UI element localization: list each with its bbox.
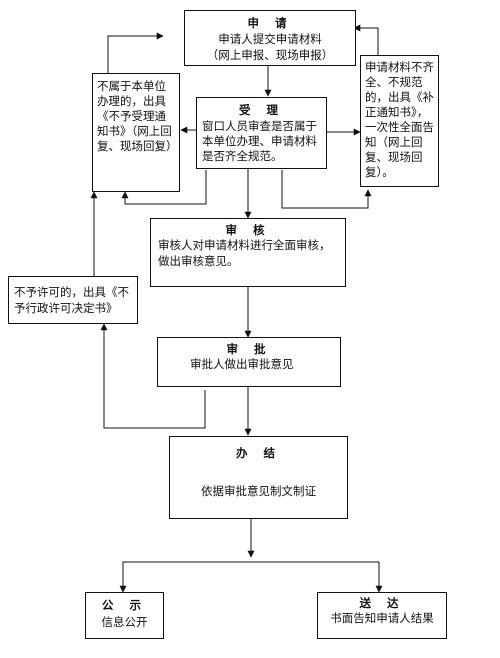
handle-body: 依据审批意见制文制证 <box>201 484 316 498</box>
apply-line1: 申请人提交申请材料 <box>218 32 322 46</box>
approve-body: 审批人做出审批意见 <box>190 357 294 371</box>
branch-to-publicize <box>119 561 379 593</box>
not-this-unit-box <box>92 73 180 192</box>
publicize-title: 公 示 <box>101 598 147 612</box>
loop-incomplete-to-apply <box>353 24 379 55</box>
handle-title: 办 结 <box>235 446 281 460</box>
review-box <box>150 218 346 287</box>
incomplete-box <box>360 55 439 187</box>
accept-title: 受 理 <box>238 103 284 117</box>
loop-to-deny <box>100 323 206 429</box>
incomplete-text: 申请材料不齐全、不规范的，出具《补正通知书》，一次性全面告知（网上回复、现场回复… <box>365 60 434 179</box>
loop-not-this-unit-to-apply <box>107 32 164 73</box>
accept-box <box>196 97 327 169</box>
approve-title: 审 批 <box>226 342 272 356</box>
not-this-unit-text: 不属于本单位办理的，出具《不予受理通知书》（网上回复、现场回复） <box>97 79 178 153</box>
publicize-box <box>85 592 164 639</box>
deliver-body: 书面告知申请人结果 <box>330 611 434 625</box>
branch-accept-right <box>281 170 372 209</box>
deliver-box <box>317 592 447 639</box>
apply-title: 申 请 <box>247 16 293 30</box>
apply-box <box>184 10 356 66</box>
review-body: 审核人对申请材料进行全面审核，做出审核意见。 <box>158 238 331 268</box>
approve-box <box>157 337 341 387</box>
handle-box <box>169 436 348 519</box>
publicize-body: 信息公开 <box>101 615 148 629</box>
deny-box <box>8 276 138 324</box>
apply-line2: （网上申报、现场申报） <box>206 48 334 62</box>
deliver-title: 送 达 <box>359 596 405 610</box>
branch-accept-left <box>121 170 207 205</box>
accept-body: 窗口人员审查是否属于本单位办理、申请材料是否齐全规范。 <box>202 119 317 163</box>
review-title: 审 核 <box>225 223 271 237</box>
deny-text: 不予许可的，出具《不予行政许可决定书》 <box>14 285 129 315</box>
